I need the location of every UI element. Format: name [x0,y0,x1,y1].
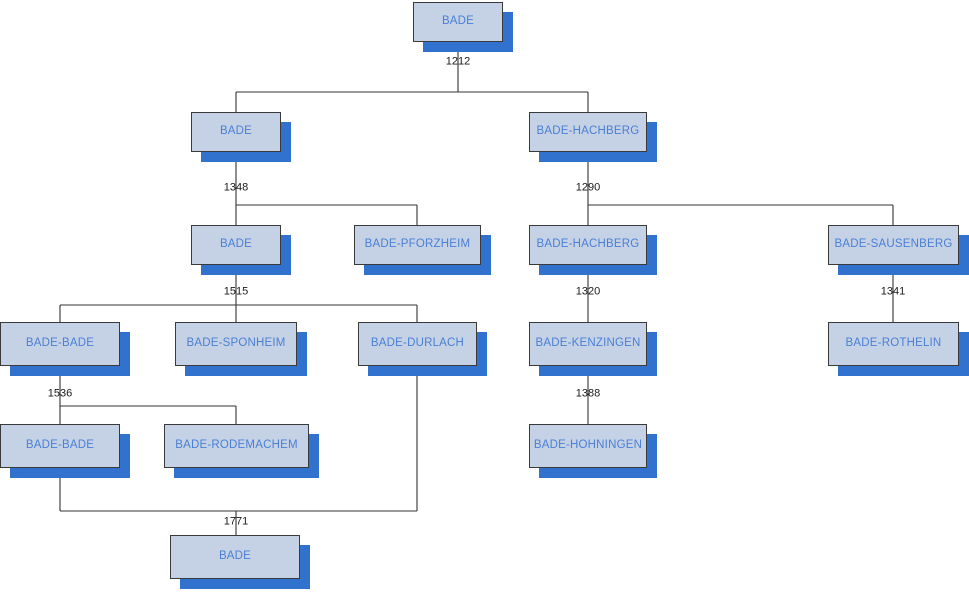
node-label: BADE [218,550,252,563]
node-label: BADE-HOHNINGEN [533,439,643,452]
node-bade-bade[interactable]: BADE-BADE [0,424,130,478]
node-bade-sausenberg[interactable]: BADE-SAUSENBERG [828,225,969,275]
edge-year-label: 1388 [575,387,601,400]
node-label: BADE-SAUSENBERG [834,238,953,251]
edge-connector [235,152,418,225]
node-body[interactable]: BADE-BADE [0,424,120,468]
node-label: BADE-DURLACH [370,337,465,350]
node-bade[interactable]: BADE [413,2,513,52]
edge-connector [59,265,418,322]
edge-year-label: 1771 [223,515,249,528]
node-label: BADE-SPONHEIM [186,337,286,350]
node-label: BADE-HACHBERG [536,238,640,251]
node-body[interactable]: BADE [413,2,503,42]
node-body[interactable]: BADE-HOHNINGEN [529,424,647,468]
node-body[interactable]: BADE [170,535,300,579]
node-body[interactable]: BADE-DURLACH [358,322,477,366]
node-bade-rodemachem[interactable]: BADE-RODEMACHEM [164,424,319,478]
node-bade-bade[interactable]: BADE-BADE [0,322,130,376]
edge-year-label: 1536 [47,387,73,400]
node-body[interactable]: BADE [191,225,281,265]
edge-year-label: 1212 [445,55,471,68]
node-body[interactable]: BADE-PFORZHEIM [354,225,481,265]
node-bade-hachberg[interactable]: BADE-HACHBERG [529,112,657,162]
node-label: BADE-PFORZHEIM [364,238,471,251]
node-bade-rothelin[interactable]: BADE-ROTHELIN [828,322,969,376]
node-bade[interactable]: BADE [191,112,291,162]
edge-connector [59,366,237,424]
node-label: BADE-ROTHELIN [845,337,942,350]
node-bade-kenzingen[interactable]: BADE-KENZINGEN [529,322,657,376]
edge-year-label: 1348 [223,181,249,194]
node-label: BADE-KENZINGEN [535,337,641,350]
node-body[interactable]: BADE-RODEMACHEM [164,424,309,468]
node-label: BADE-BADE [25,439,95,452]
node-body[interactable]: BADE-KENZINGEN [529,322,647,366]
edge-connector [235,42,589,112]
edge-connector [587,152,894,225]
node-body[interactable]: BADE-SAUSENBERG [828,225,959,265]
node-label: BADE [219,125,253,138]
node-bade-sponheim[interactable]: BADE-SPONHEIM [175,322,307,376]
node-label: BADE [441,15,475,28]
edge-year-label: 1290 [575,181,601,194]
node-bade[interactable]: BADE [191,225,291,275]
node-body[interactable]: BADE-ROTHELIN [828,322,959,366]
node-label: BADE [219,238,253,251]
node-label: BADE-HACHBERG [536,125,640,138]
node-body[interactable]: BADE-HACHBERG [529,225,647,265]
node-label: BADE-BADE [25,337,95,350]
node-bade[interactable]: BADE [170,535,310,589]
node-body[interactable]: BADE-BADE [0,322,120,366]
node-bade-durlach[interactable]: BADE-DURLACH [358,322,487,376]
node-bade-hohningen[interactable]: BADE-HOHNINGEN [529,424,657,478]
edge-year-label: 1515 [223,285,249,298]
node-body[interactable]: BADE-HACHBERG [529,112,647,152]
node-body[interactable]: BADE [191,112,281,152]
edge-connector [59,366,418,535]
edge-year-label: 1341 [880,285,906,298]
edge-year-label: 1320 [575,285,601,298]
node-label: BADE-RODEMACHEM [175,439,298,452]
node-body[interactable]: BADE-SPONHEIM [175,322,297,366]
node-bade-hachberg[interactable]: BADE-HACHBERG [529,225,657,275]
node-bade-pforzheim[interactable]: BADE-PFORZHEIM [354,225,491,275]
